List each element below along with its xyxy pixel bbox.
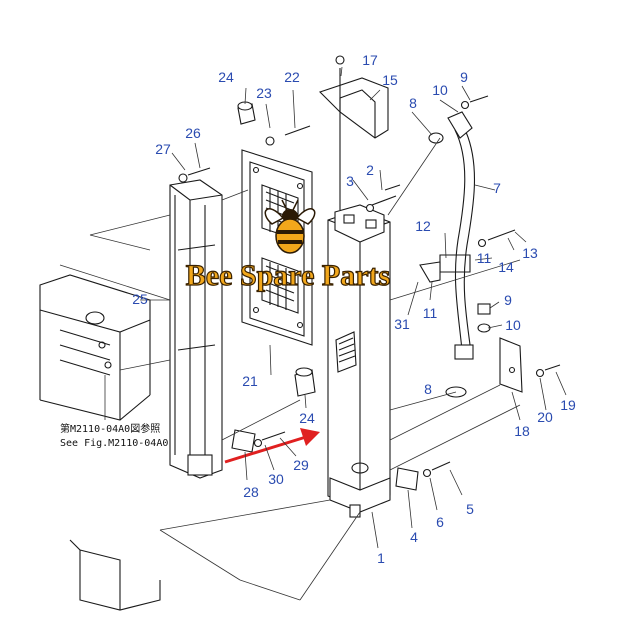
- callout-9-top: 9: [460, 69, 468, 85]
- callout-4: 4: [410, 529, 418, 545]
- callout-11-lower: 11: [423, 305, 438, 321]
- callout-2: 2: [366, 162, 374, 178]
- callout-18: 18: [514, 423, 530, 439]
- bee-icon: [264, 199, 316, 254]
- callout-24-top: 24: [218, 69, 234, 85]
- callout-20: 20: [537, 409, 553, 425]
- callout-1: 1: [377, 550, 385, 566]
- callout-22: 22: [284, 69, 300, 85]
- callout-15: 15: [382, 72, 398, 88]
- reference-note: 第M2110-04A0図参照 See Fig.M2110-04A0: [60, 375, 168, 449]
- machine-frame: [39, 274, 161, 611]
- callout-8-lower: 8: [424, 381, 432, 397]
- bracket-18: [499, 337, 523, 393]
- screen-panel-21: [241, 149, 313, 346]
- callout-23: 23: [256, 85, 272, 101]
- callout-14: 14: [498, 259, 514, 275]
- callout-29: 29: [293, 457, 309, 473]
- callout-10-lower: 10: [505, 317, 521, 333]
- callout-10-top: 10: [432, 82, 448, 98]
- callout-6: 6: [436, 514, 444, 530]
- callout-26: 26: [185, 125, 201, 141]
- hardware: [178, 55, 561, 491]
- callout-31: 31: [394, 316, 410, 332]
- callout-leaders: [140, 66, 567, 549]
- side-bracket-25: [169, 179, 223, 479]
- callout-3: 3: [346, 173, 354, 189]
- callout-19: 19: [560, 397, 576, 413]
- guide-lines: [59, 137, 521, 601]
- watermark-text: Bee Spare Parts: [186, 259, 390, 292]
- callout-30: 30: [268, 471, 284, 487]
- callout-24-lower: 24: [299, 410, 315, 426]
- callout-27: 27: [155, 141, 171, 157]
- callout-28: 28: [243, 484, 259, 500]
- callout-labels: 1 2 3 4 5 6 7 8 8 9 9 10 10 11 11 12 13 …: [132, 52, 576, 566]
- red-arrow: [224, 428, 320, 464]
- reference-note-jp: 第M2110-04A0図参照: [60, 422, 160, 435]
- callout-21: 21: [242, 373, 258, 389]
- callout-11-right: 11: [477, 250, 492, 266]
- callout-12: 12: [415, 218, 431, 234]
- reference-note-en: See Fig.M2110-04A0: [60, 438, 168, 449]
- callout-17: 17: [362, 52, 378, 68]
- radiator-core-1: [327, 204, 391, 518]
- callout-8-top: 8: [409, 95, 417, 111]
- callout-5: 5: [466, 501, 474, 517]
- callout-13: 13: [522, 245, 538, 261]
- hose-7: [439, 111, 476, 360]
- cover-plate-15: [318, 68, 389, 210]
- callout-9-lower: 9: [504, 292, 512, 308]
- callout-7: 7: [493, 180, 501, 196]
- callout-25: 25: [132, 291, 148, 307]
